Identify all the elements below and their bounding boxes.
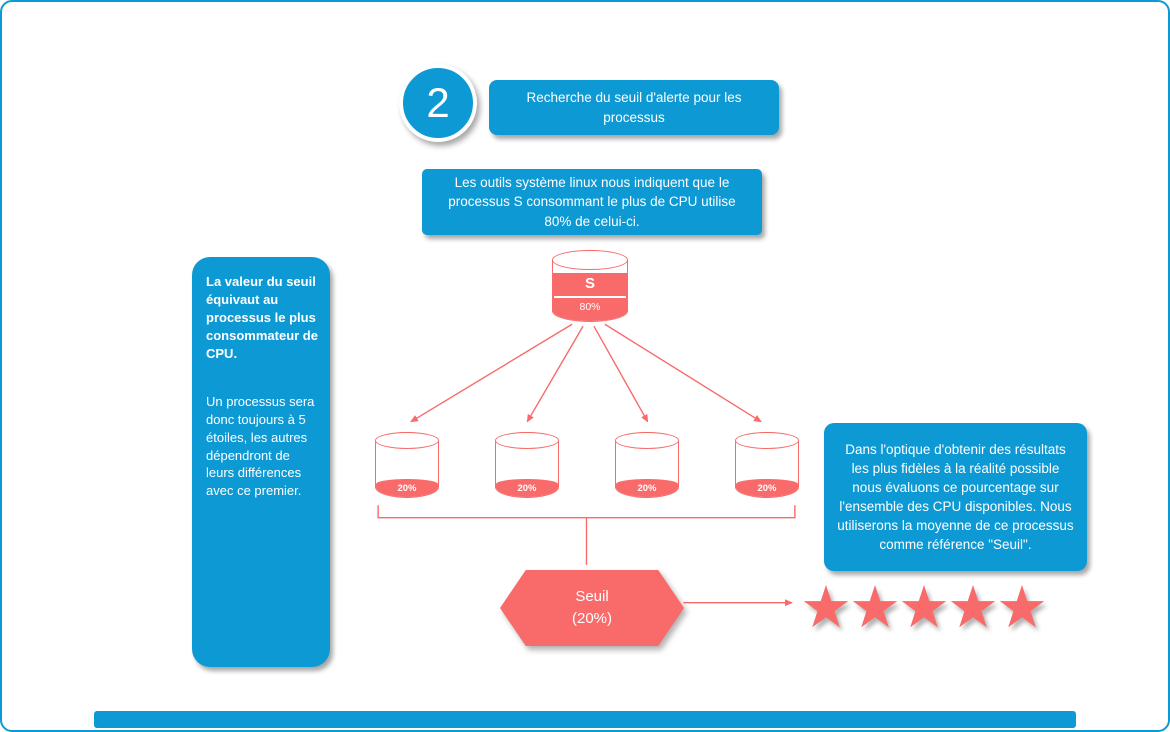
arrow-to-cylinder-2 [526, 325, 584, 423]
title-text: Recherche du seuil d'alerte pour les pro… [526, 89, 742, 125]
cylinder-fill [736, 479, 798, 497]
left-note-heading: La valeur du seuil équivaut au processus… [206, 274, 318, 361]
right-note: Dans l'optique d'obtenir des résultats l… [824, 423, 1087, 571]
star-icon: ★ [898, 575, 950, 640]
main-cylinder-percent: 80% [579, 301, 601, 313]
cylinder-top-ellipse [615, 432, 679, 449]
seuil-value: (20%) [571, 610, 612, 627]
left-note-body: Un processus sera donc toujours à 5 étoi… [206, 393, 315, 499]
star-icon: ★ [849, 575, 901, 640]
cylinder-percent: 20% [397, 483, 417, 494]
star-icon: ★ [800, 575, 852, 640]
cylinder-top-ellipse [375, 432, 439, 449]
cylinder-fill [376, 479, 438, 497]
cylinder-percent: 20% [637, 483, 657, 494]
info-text: Les outils système linux nous indiquent … [448, 174, 736, 229]
cpu-cylinder-1: 20% [375, 432, 439, 498]
arrow-to-cylinder-3 [593, 325, 649, 423]
cpu-cylinder-4: 20% [735, 432, 799, 498]
cylinder-percent: 20% [517, 483, 537, 494]
star-rating: ★★★★★ [800, 568, 1090, 648]
seuil-hexagon-shape: Seuil (20%) [500, 570, 684, 646]
right-note-text: Dans l'optique d'obtenir des résultats l… [837, 441, 1074, 553]
step-number: 2 [426, 79, 450, 126]
arrow-to-cylinder-4 [604, 323, 762, 423]
cylinder-top-ellipse [735, 432, 799, 449]
bracket-line [377, 505, 796, 519]
cylinder-fill [616, 479, 678, 497]
seuil-label: Seuil [575, 588, 609, 606]
left-note: La valeur du seuil équivaut au processus… [192, 257, 330, 667]
arrow-to-cylinder-1 [410, 323, 573, 423]
star-icon: ★ [947, 575, 999, 640]
seuil-hexagon: Seuil (20%) [500, 570, 684, 646]
cylinder-separator [554, 296, 626, 298]
main-cylinder-label: S [584, 275, 595, 292]
cylinder-percent: 20% [757, 483, 777, 494]
cylinder-fill [496, 479, 558, 497]
step-number-badge: 2 [399, 64, 477, 142]
cpu-cylinder-2: 20% [495, 432, 559, 498]
main-process-cylinder: S 80% [552, 250, 628, 322]
star-icon: ★ [996, 575, 1048, 640]
footer-bar [94, 711, 1076, 728]
cylinder-top-ellipse [495, 432, 559, 449]
info-box: Les outils système linux nous indiquent … [422, 169, 762, 235]
title-box: Recherche du seuil d'alerte pour les pro… [489, 80, 779, 135]
cylinder-top-ellipse [552, 250, 628, 270]
cpu-cylinder-3: 20% [615, 432, 679, 498]
